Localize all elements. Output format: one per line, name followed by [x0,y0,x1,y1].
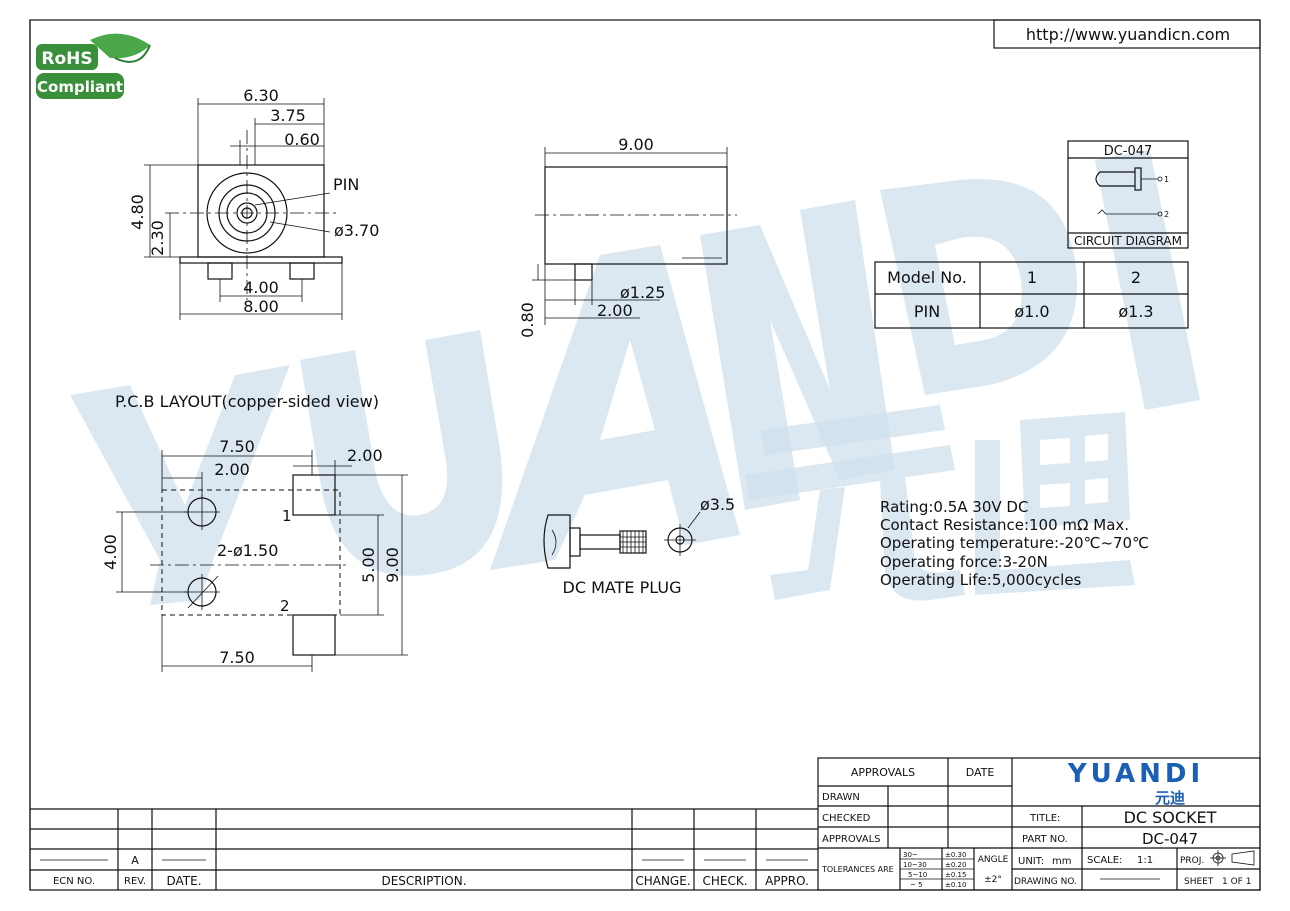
front-view: 6.30 3.75 0.60 PIN ø3.70 4.80 2.30 4.00 … [128,86,379,320]
plug-label: DC MATE PLUG [563,578,682,597]
model-header-1: 1 [1027,268,1037,287]
circuit-pin1: 1 [1164,175,1169,184]
pcb-inner-height: 5.00 [359,547,378,583]
circuit-label: CIRCUIT DIAGRAM [1074,234,1182,248]
spec-rating: Rating:0.5A 30V DC [880,498,1028,516]
specifications: Rating:0.5A 30V DC Contact Resistance:10… [880,498,1149,589]
watermark [70,150,1200,605]
tb-unit-label: UNIT: [1018,856,1044,867]
spec-life: Operating Life:5,000cycles [880,571,1082,589]
circuit-diagram: DC-047 1 2 CIRCUIT DIAGRAM [1067,140,1189,249]
pcb-hole-offset: 2.00 [214,460,250,479]
side-view: 9.00 ø1.25 2.00 0.80 [518,135,737,338]
rev-header-change: CHANGE. [635,874,690,888]
model-cell-1: ø1.0 [1014,302,1049,321]
tb-tol-value-1: ±0.20 [945,861,966,869]
plug-dia: ø3.5 [700,495,735,514]
dim-standoff: 0.80 [518,302,537,338]
tb-tol-range-1: 10~30 [903,861,927,869]
rohs-badge: RoHS Compliant [36,33,151,99]
circuit-title: DC-047 [1104,144,1153,159]
tb-approvals-header: APPROVALS [851,766,915,779]
tb-checked: CHECKED [822,813,871,824]
rev-header-rev: REV. [124,876,146,887]
url-text: http://www.yuandicn.com [1026,25,1230,44]
tb-scale-label: SCALE: [1087,855,1122,866]
tb-sheet-label: SHEET [1184,877,1214,887]
pcb-bottom-width: 7.50 [219,648,255,667]
tb-tol-range-0: 30~ [903,851,918,859]
dim-pin-spacing: 4.00 [243,278,279,297]
tb-part-label: PART NO. [1022,834,1068,845]
tb-title-label: TITLE: [1029,813,1060,824]
dim-length: 9.00 [618,135,654,154]
pcb-pad1: 1 [282,507,292,525]
tb-drawing-label: DRAWING NO. [1014,877,1077,887]
tb-unit-value: mm [1052,856,1071,867]
tb-tol-range-3: ~ 5 [910,881,923,889]
url-header: http://www.yuandicn.com [993,19,1261,49]
tb-angle-label: ANGLE [978,855,1009,865]
tb-tol-value-2: ±0.15 [945,871,966,879]
dim-offset: 3.75 [270,106,306,125]
tb-drawn: DRAWN [822,792,860,803]
tb-title-value: DC SOCKET [1124,808,1217,827]
rev-header-check: CHECK. [702,874,747,888]
pcb-pad2: 2 [280,597,290,615]
rev-header-appro: APPRO. [765,874,809,888]
tb-logo-cjk: 元迪 [1155,789,1185,807]
model-cell-pin: PIN [914,302,940,321]
title-block: APPROVALS DATE DRAWN CHECKED APPROVALS Y… [817,757,1261,891]
model-header-0: Model No. [887,268,967,287]
revision-block: A ECN NO. REV. DATE. DESCRIPTION. CHANGE… [30,808,818,890]
spec-temperature: Operating temperature:-20℃~70℃ [880,534,1149,552]
model-cell-2: ø1.3 [1118,302,1153,321]
pcb-top-width: 7.50 [219,437,255,456]
pcb-holes: 2-ø1.50 [217,541,278,560]
dim-base-width: 8.00 [243,297,279,316]
rohs-line2: Compliant [37,78,123,96]
tb-tol-range-2: 5~10 [908,871,927,879]
model-header-2: 2 [1131,268,1141,287]
dim-pin-offset: 0.60 [284,130,320,149]
rev-header-date: DATE. [166,874,201,888]
tb-tol-value-3: ±0.10 [945,881,966,889]
model-table: Model No. 1 2 PIN ø1.0 ø1.3 [874,261,1189,329]
pcb-title: P.C.B LAYOUT(copper-sided view) [115,392,379,411]
rev-header-description: DESCRIPTION. [381,874,466,888]
pcb-pad-width: 2.00 [347,446,383,465]
pcb-outer-height: 9.00 [383,547,402,583]
dim-width-top: 6.30 [243,86,279,105]
tb-proj-label: PROJ. [1180,856,1204,866]
dim-pin-dia: ø1.25 [620,283,665,302]
rev-header-ecn: ECN NO. [53,876,95,887]
dim-center-height: 2.30 [148,220,167,256]
spec-force: Operating force:3-20N [880,553,1048,571]
dim-hole-dia: ø3.70 [334,221,379,240]
pcb-hole-spacing: 4.00 [101,534,120,570]
tb-part-value: DC-047 [1142,830,1198,848]
tb-sheet-value: 1 OF 1 [1222,877,1251,887]
label-pin: PIN [333,175,359,194]
rohs-line1: RoHS [41,49,92,69]
tb-approvals: APPROVALS [822,834,881,845]
tb-date-header: DATE [966,766,995,779]
dim-pin-pos: 2.00 [597,301,633,320]
tb-logo: YUANDI [1067,759,1204,789]
circuit-pin2: 2 [1164,210,1169,219]
tb-angle-value: ±2° [984,875,1002,885]
rev-value: A [131,854,139,867]
tb-tol-label: TOLERANCES ARE [821,865,894,874]
tb-scale-value: 1:1 [1137,855,1153,866]
pcb-layout: P.C.B LAYOUT(copper-sided view) 1 2 2-ø1… [101,392,408,672]
dim-height: 4.80 [128,194,147,230]
dc-mate-plug: ø3.5 DC MATE PLUG [543,495,735,597]
tb-tol-value-0: ±0.30 [945,851,966,859]
spec-resistance: Contact Resistance:100 mΩ Max. [880,516,1129,534]
projection-symbol-icon [1210,850,1255,866]
